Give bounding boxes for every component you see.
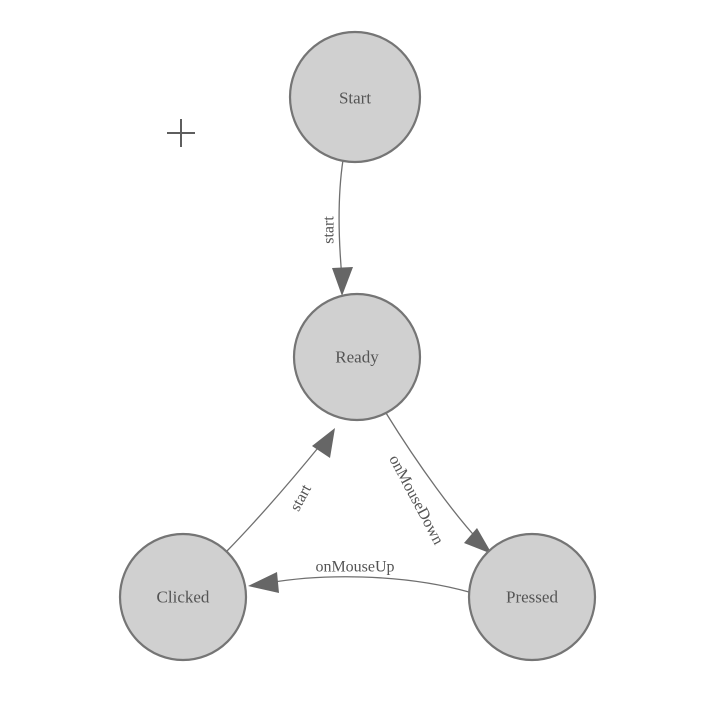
edge-clicked-to-ready-label: start [287,481,315,514]
node-clicked-label: Clicked [157,588,210,607]
node-clicked[interactable]: Clicked [118,532,248,662]
node-pressed[interactable]: Pressed [467,532,597,662]
node-start[interactable]: Start [288,30,422,164]
node-ready[interactable]: Ready [292,292,422,422]
edge-clicked-to-ready-path [225,442,323,553]
node-start-shape [288,30,422,164]
edge-ready-to-pressed-path [385,412,481,543]
node-start-label: Start [339,89,371,108]
edge-pressed-to-clicked-arrowhead [248,572,279,593]
crosshair-icon [167,119,195,147]
node-clicked-shape [118,532,248,662]
edge-clicked-to-ready-arrowhead [312,428,335,458]
edge-start-to-ready-arrowhead [332,267,353,296]
edge-ready-to-pressed-label: onMouseDown [385,452,446,547]
edge-start-to-ready[interactable]: start [321,159,354,296]
edge-ready-to-pressed-arrowhead [464,528,492,554]
node-pressed-label: Pressed [506,588,558,607]
edge-start-to-ready-label: start [321,216,338,244]
node-pressed-shape [467,532,597,662]
edge-pressed-to-clicked-path [267,576,470,593]
edge-ready-to-pressed[interactable]: onMouseDown [385,412,492,554]
edge-pressed-to-clicked-label: onMouseUp [315,559,394,576]
node-ready-label: Ready [335,348,379,367]
edge-start-to-ready-path [338,159,344,279]
edge-pressed-to-clicked[interactable]: onMouseUp [248,559,470,594]
node-ready-shape [292,292,422,422]
edge-clicked-to-ready[interactable]: start [225,428,335,553]
